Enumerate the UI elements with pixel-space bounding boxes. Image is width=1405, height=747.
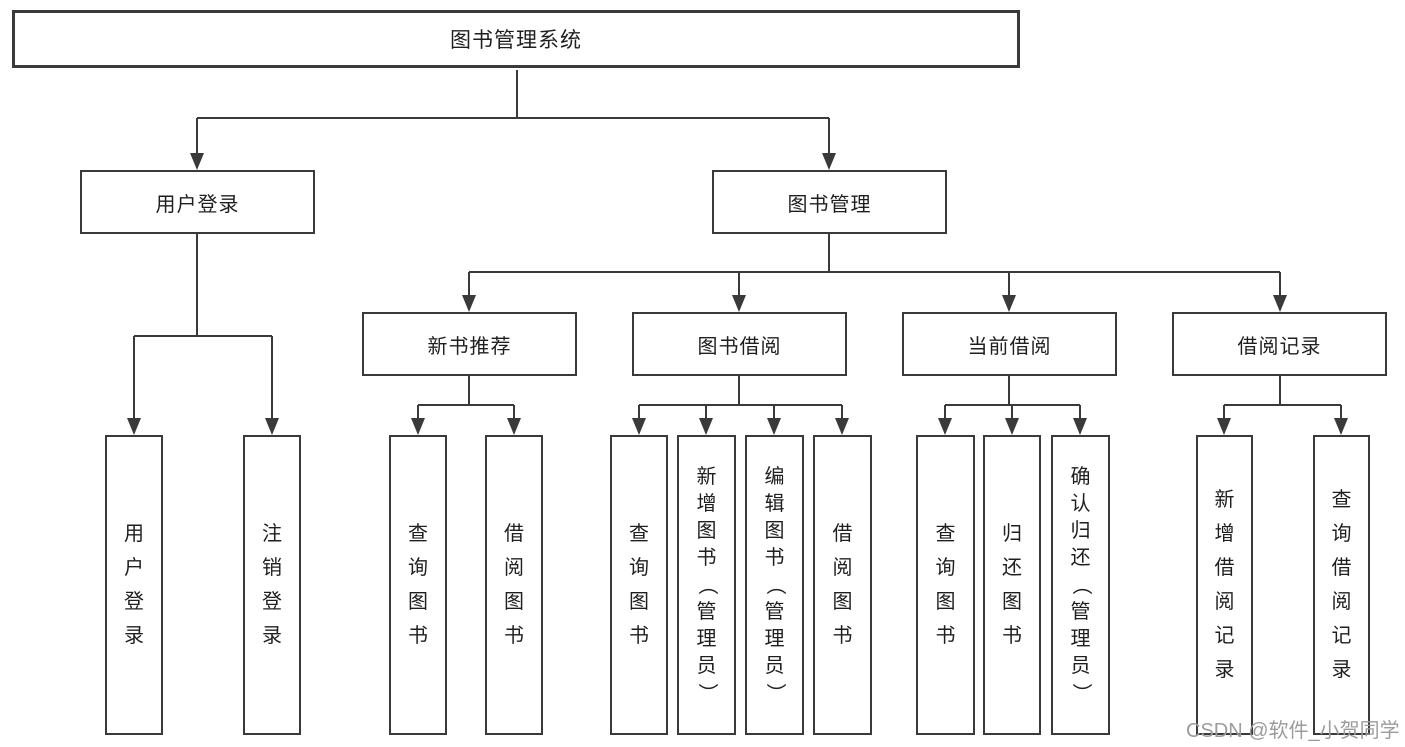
leaf-borrow-books: 借阅图书 <box>813 435 872 735</box>
leaf-confirm-return-admin: 确认归还（管理员） <box>1051 435 1110 735</box>
node-new-book-recommendation: 新书推荐 <box>362 312 577 376</box>
leaf-add-books-admin: 新增图书（管理员） <box>677 435 736 735</box>
leaf-query-books-recommend: 查询图书 <box>389 435 447 735</box>
leaf-edit-books-admin: 编辑图书（管理员） <box>745 435 804 735</box>
node-book-management: 图书管理 <box>712 170 947 234</box>
node-borrowing-records: 借阅记录 <box>1172 312 1387 376</box>
leaf-user-login: 用户登录 <box>105 435 163 735</box>
leaf-query-books-borrowing: 查询图书 <box>610 435 668 735</box>
node-current-borrowing: 当前借阅 <box>902 312 1117 376</box>
node-user-login: 用户登录 <box>80 170 315 234</box>
node-book-borrowing: 图书借阅 <box>632 312 847 376</box>
leaf-add-borrow-record: 新增借阅记录 <box>1196 435 1253 735</box>
leaf-logout: 注销登录 <box>243 435 301 735</box>
arrowheads <box>127 153 1348 435</box>
node-library-management-system: 图书管理系统 <box>12 10 1020 68</box>
leaf-query-books-current: 查询图书 <box>916 435 975 735</box>
leaf-query-borrow-record: 查询借阅记录 <box>1313 435 1370 735</box>
leaf-borrow-books-recommend: 借阅图书 <box>485 435 543 735</box>
csdn-watermark: CSDN @软件_小贺同学 <box>1186 720 1400 742</box>
leaf-return-books: 归还图书 <box>983 435 1041 735</box>
